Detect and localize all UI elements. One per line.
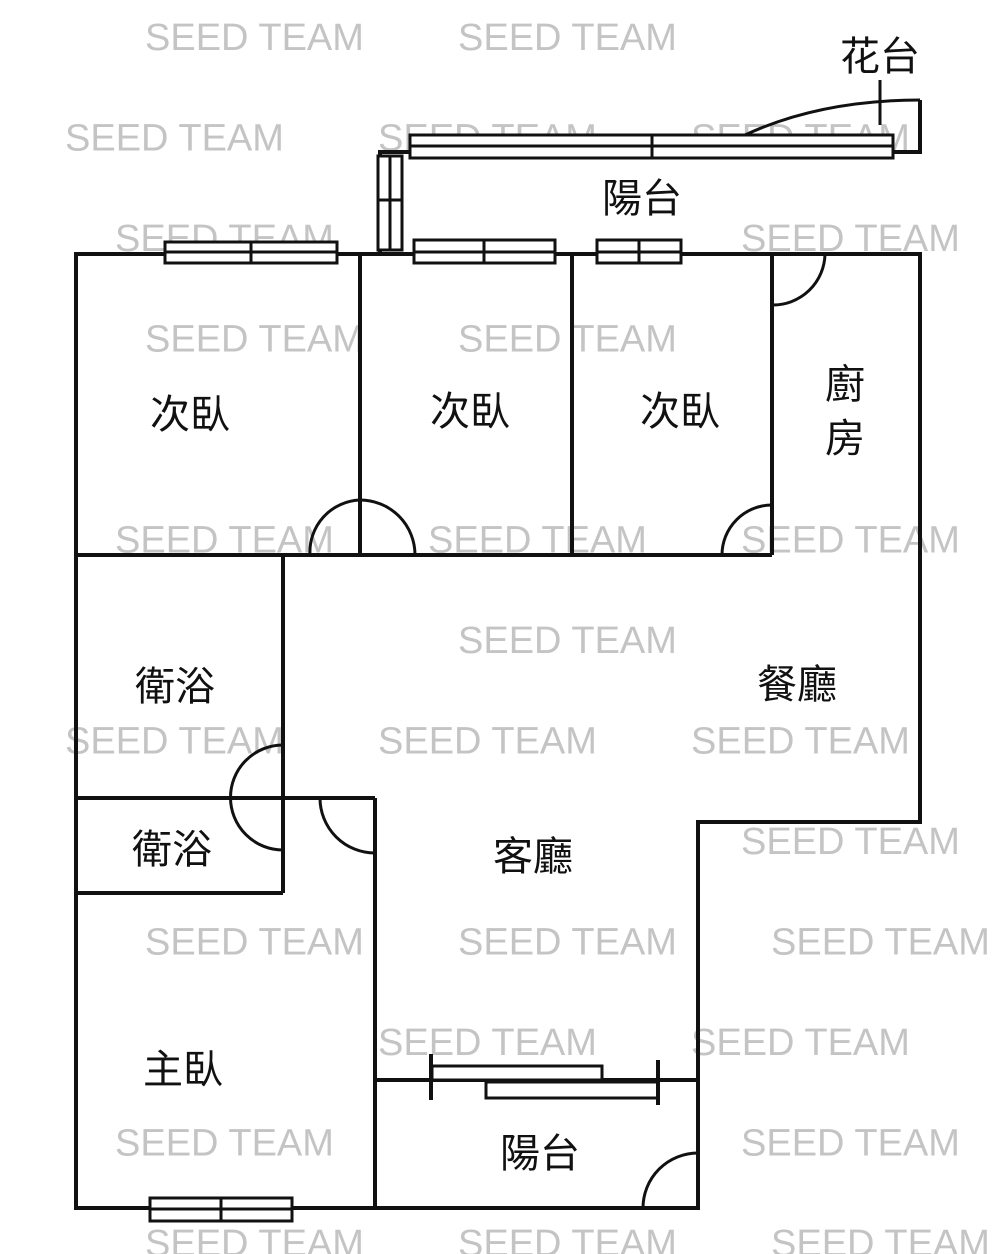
watermark-text: SEED TEAM [771, 922, 990, 964]
watermark-text: SEED TEAM [458, 620, 677, 662]
walls [74, 100, 922, 1210]
room-labels: 次臥 次臥 次臥 廚 房 衛浴 衛浴 餐廳 客廳 主臥 陽台 陽台 花台 [132, 34, 920, 1177]
watermark-text: SEED TEAM [741, 1123, 960, 1165]
label-kitchen-2: 房 [825, 416, 865, 462]
watermark-text: SEED TEAM [458, 922, 677, 964]
label-planter: 花台 [840, 34, 920, 80]
watermark-text: SEED TEAM [115, 1123, 334, 1165]
watermark-text: SEED TEAM [458, 17, 677, 59]
watermark-text: SEED TEAM [691, 721, 910, 763]
watermark-text: SEED TEAM [65, 721, 284, 763]
watermark-text: SEED TEAM [741, 821, 960, 863]
sliding-door-balcony [429, 1054, 660, 1105]
watermark-text: SEED TEAM [458, 1223, 677, 1254]
watermark-text: SEED TEAM [771, 1223, 990, 1254]
outer-wall [74, 252, 922, 1210]
watermark-text: SEED TEAM [145, 17, 364, 59]
label-living: 客廳 [493, 834, 573, 880]
label-bedroom-1: 次臥 [150, 392, 230, 438]
watermark-text: SEED TEAM [378, 721, 597, 763]
watermark-text: SEED TEAM [741, 520, 960, 562]
label-kitchen-1: 廚 [825, 362, 865, 408]
label-bathroom-2: 衛浴 [132, 827, 212, 873]
watermark-text: SEED TEAM [378, 1022, 597, 1064]
watermark-text: SEED TEAM [145, 1223, 364, 1254]
windows [148, 133, 895, 1223]
watermark-text: SEED TEAM [145, 922, 364, 964]
label-master-bedroom: 主臥 [143, 1047, 223, 1093]
door-swings [229, 80, 921, 1209]
watermark-text: SEED TEAM [458, 319, 677, 361]
label-balcony-bottom: 陽台 [500, 1131, 580, 1177]
watermark-text: SEED TEAM [691, 1022, 910, 1064]
label-dining: 餐廳 [757, 662, 837, 708]
label-bedroom-3: 次臥 [640, 389, 720, 435]
label-bathroom-1: 衛浴 [135, 664, 215, 710]
label-bedroom-2: 次臥 [430, 389, 510, 435]
watermark-text: SEED TEAM [65, 118, 284, 160]
watermark-text: SEED TEAM [145, 319, 364, 361]
label-balcony-top: 陽台 [602, 176, 682, 222]
